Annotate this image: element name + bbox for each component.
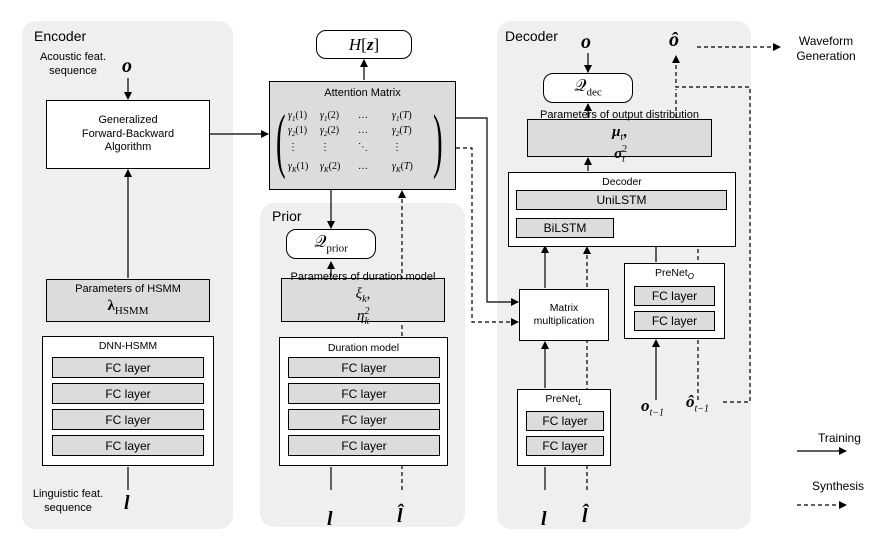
prenetl-fc-layer-2: FC layer — [526, 436, 604, 456]
duration-params-title: Parameters of duration model — [290, 271, 436, 284]
matrix-cell: γ1(1) — [288, 110, 308, 123]
prior-fc-layer-2: FC layer — [288, 383, 440, 404]
decoder-ohat-symbol: ô — [669, 29, 679, 51]
prior-panel-title: Prior — [272, 208, 302, 224]
matrix-cell: ⋱ — [358, 142, 368, 153]
fb-line-2: Forward-Backward — [81, 127, 175, 140]
legend-synthesis-label: Synthesis — [812, 479, 865, 493]
bilstm-box: BiLSTM — [516, 218, 614, 238]
matrix-cell: γK(2) — [320, 161, 341, 174]
duration-model-title: Duration model — [327, 342, 400, 354]
encoder-panel-title: Encoder — [34, 28, 87, 44]
dashed-feedback-loop — [672, 55, 751, 403]
encoder-fc-layer-3: FC layer — [52, 409, 204, 430]
matrix-multiplication-box: Matrix multiplication — [519, 289, 609, 341]
prenetl-fc-layer-1: FC layer — [526, 411, 604, 431]
forward-backward-box: Generalized Forward-Backward Algorithm — [46, 100, 210, 169]
matrix-cell: … — [358, 161, 368, 172]
decoder-panel-title: Decoder — [505, 28, 558, 44]
hsmm-params-box: Parameters of HSMM λHSMM — [46, 279, 210, 322]
matrix-cell: ⋮ — [288, 142, 298, 153]
matrix-cell: γ1(2) — [320, 110, 340, 123]
prior-fc-layer-4: FC layer — [288, 435, 440, 456]
matrix-bracket-right: ) — [433, 100, 443, 180]
decoder-l-symbol: l — [541, 508, 547, 530]
preneto-fc-layer-2: FC layer — [634, 311, 715, 331]
prior-fc-layer-3: FC layer — [288, 409, 440, 430]
linguistic-feature-label: Linguistic feat. sequence — [32, 488, 104, 514]
fb-line-1: Generalized — [98, 113, 158, 126]
dnn-hsmm-title: DNN-HSMM — [98, 340, 158, 352]
encoder-fc-layer-2: FC layer — [52, 383, 204, 404]
output-params-title: Parameters of output distribution — [540, 109, 699, 122]
matrix-cell: … — [358, 125, 368, 136]
acoustic-feature-label: Acoustic feat. sequence — [39, 51, 107, 77]
matrix-cell: γK(T) — [392, 161, 413, 174]
matrix-cell: γK(1) — [288, 161, 309, 174]
decoder-lhat-symbol: l̂ — [582, 505, 588, 527]
encoder-l-symbol: l — [124, 492, 130, 514]
attention-matrix-box — [269, 81, 456, 190]
qdec-box: 𝒬dec — [543, 73, 633, 103]
preneto-fc-layer-1: FC layer — [634, 286, 715, 306]
qprior-label: 𝒬prior — [314, 232, 348, 255]
preneto-title: PreNetO — [655, 267, 694, 282]
matrix-cell: γ2(2) — [320, 125, 340, 138]
prenetl-title: PreNetL — [545, 393, 583, 408]
qprior-box: 𝒬prior — [286, 229, 376, 259]
output-params-math: μt, σ2t — [612, 123, 628, 166]
matrix-cell: ⋮ — [320, 142, 330, 153]
dashed-attn-to-matmul — [456, 147, 519, 326]
matrix-cell: ⋮ — [392, 142, 402, 153]
legend-training-label: Training — [818, 431, 861, 445]
prior-l-symbol: l — [327, 508, 333, 530]
ohat-prev-symbol: ôt−1 — [686, 392, 710, 415]
attention-matrix-title: Attention Matrix — [324, 87, 401, 99]
matrix-cell: … — [358, 110, 368, 121]
encoder-fc-layer-4: FC layer — [52, 435, 204, 456]
o-prev-symbol: ot−1 — [641, 396, 665, 419]
entropy-box: H[z] — [316, 30, 412, 59]
matrix-bracket-left: ( — [276, 100, 286, 180]
duration-params-math: ξk, η2k — [355, 285, 371, 328]
acoustic-o-symbol: o — [122, 55, 132, 77]
waveform-generation-label: Waveform Generation — [796, 34, 856, 63]
unilstm-box: UniLSTM — [516, 190, 727, 210]
matrix-cell: γ1(T) — [392, 110, 412, 123]
arrow-attn-to-matmul — [456, 117, 519, 306]
prior-fc-layer-1: FC layer — [288, 357, 440, 378]
qdec-label: 𝒬dec — [574, 76, 602, 99]
fb-line-3: Algorithm — [104, 141, 152, 154]
hsmm-params-math: λHSMM — [107, 297, 149, 317]
matrix-cell: γ2(T) — [392, 125, 412, 138]
entropy-label: H[z] — [348, 34, 380, 54]
decoder-o-symbol: o — [581, 31, 591, 53]
prior-lhat-symbol: l̂ — [397, 505, 403, 527]
output-params-box: Parameters of output distribution μt, σ2… — [527, 109, 712, 165]
matrix-cell: γ2(1) — [288, 125, 308, 138]
decoder-block-title: Decoder — [602, 176, 642, 188]
hsmm-params-title: Parameters of HSMM — [75, 282, 181, 295]
duration-params-box: Parameters of duration model ξk, η2k — [281, 271, 445, 327]
encoder-fc-layer-1: FC layer — [52, 357, 204, 378]
